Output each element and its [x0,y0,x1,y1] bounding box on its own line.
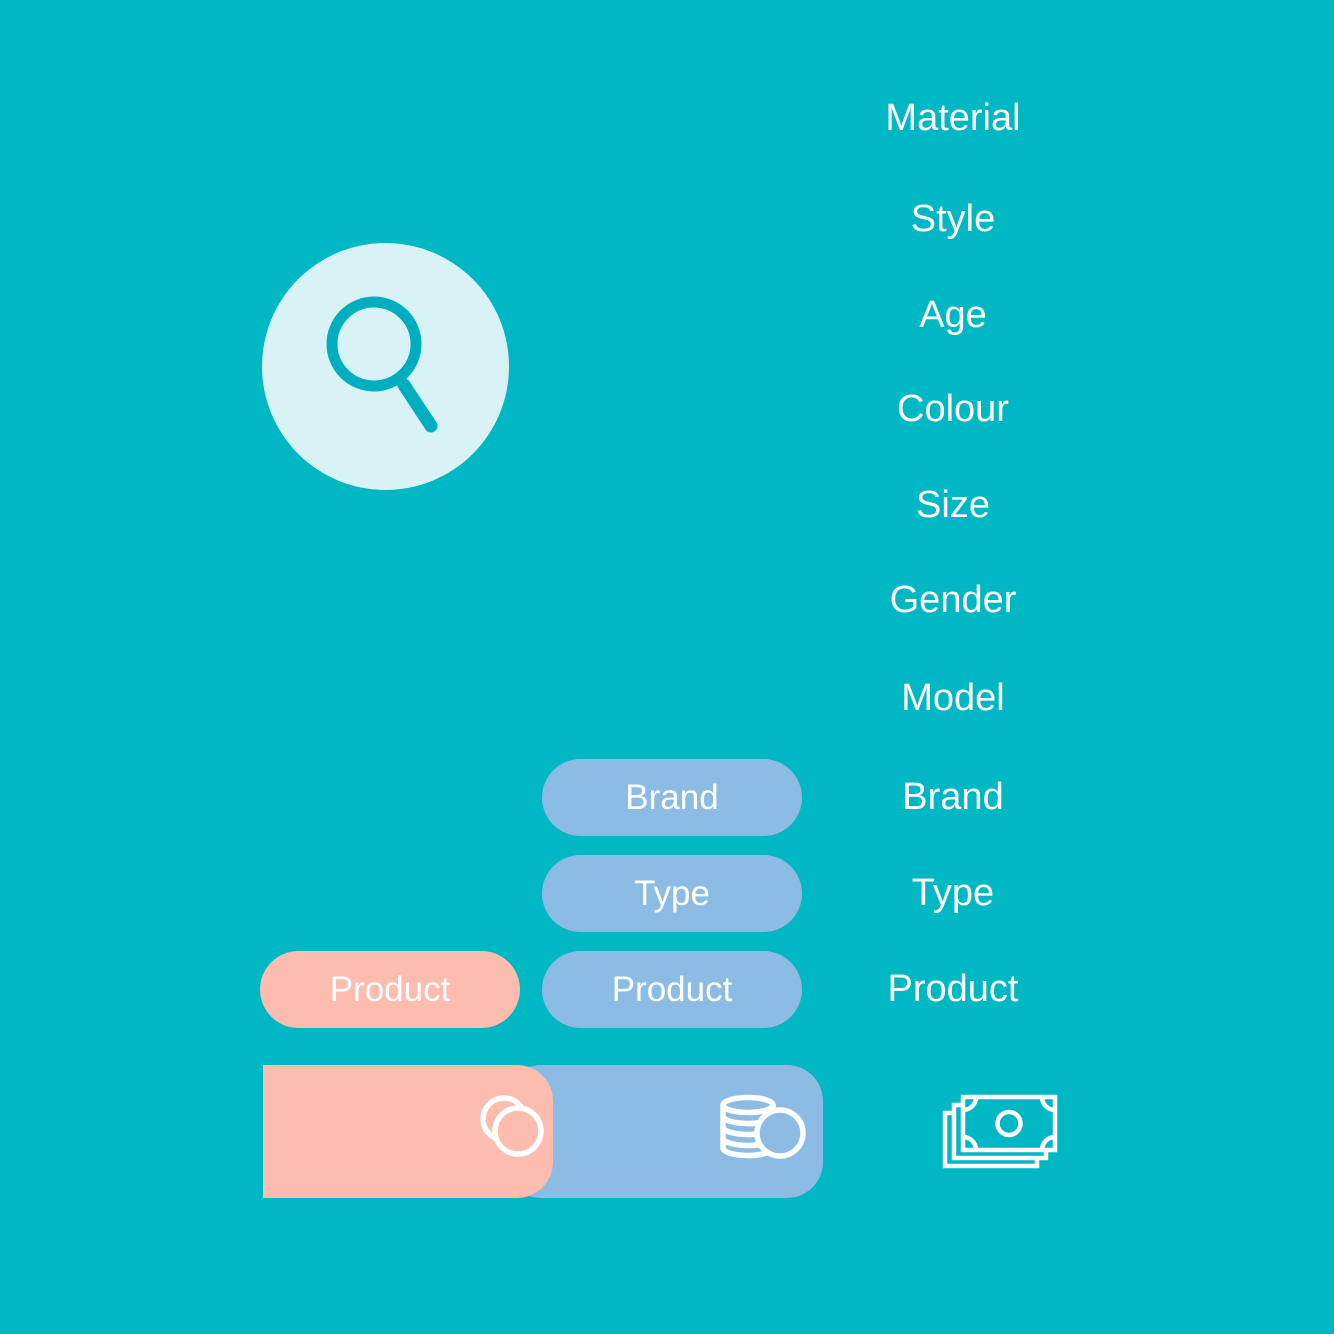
pill-type[interactable]: Type [542,855,802,932]
pill-brand[interactable]: Brand [542,759,802,836]
blue-value-bar [505,1065,823,1198]
banknotes-icon [942,1094,1058,1169]
attribute-label-brand: Brand [902,776,1004,818]
attribute-label-age: Age [919,294,987,336]
pink-value-bar [263,1065,553,1198]
attribute-label-product: Product [887,968,1019,1010]
attribute-label-material: Material [885,97,1021,139]
search-circle [262,243,509,490]
attribute-label-gender: Gender [889,579,1017,621]
attribute-label-type: Type [911,872,995,914]
magnifier-icon [326,296,438,433]
attribute-label-colour: Colour [897,388,1009,430]
coin-stack-icon [720,1094,806,1159]
attribute-label-model: Model [901,677,1005,719]
attribute-label-size: Size [916,484,990,526]
pill-product-pink[interactable]: Product [260,951,520,1028]
pill-product-blue[interactable]: Product [542,951,802,1028]
attribute-label-style: Style [910,198,996,240]
coins-overlap-icon [480,1095,544,1157]
